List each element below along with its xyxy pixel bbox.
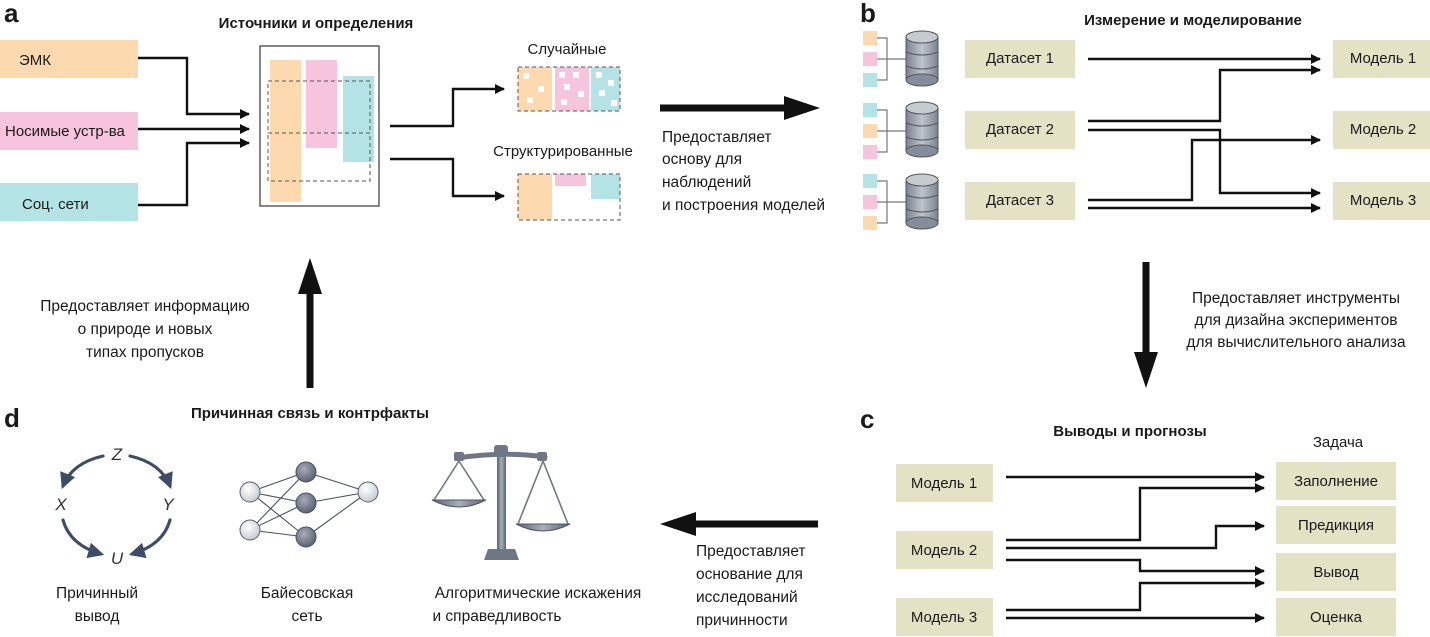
model-task-arrows xyxy=(1006,471,1266,624)
task-header: Задача xyxy=(1313,434,1364,451)
dataset-1-box xyxy=(965,40,1075,78)
database-icon xyxy=(863,173,939,230)
bayesian-network-icon xyxy=(239,461,379,548)
fairness-label-line1: Алгоритмические искажения xyxy=(435,585,642,602)
caption-b-line1: Предоставляет инструменты xyxy=(1192,290,1400,307)
caption-c-line1: Предоставляет xyxy=(696,543,806,560)
dataset-3-label: Датасет 3 xyxy=(986,192,1054,209)
model-c3-label: Модель 3 xyxy=(911,609,977,626)
arrow-a-to-b-head xyxy=(784,96,820,120)
database-icon xyxy=(863,30,939,87)
panel-d-letter: d xyxy=(4,403,20,433)
causal-cycle-icon: Z X Y U xyxy=(54,445,175,568)
source-definitions-frame xyxy=(259,45,380,207)
source-social-label: Соц. сети xyxy=(22,196,89,213)
caption-c-line3: исследований xyxy=(696,589,798,606)
source-social-box xyxy=(0,183,138,221)
task-imputation-box xyxy=(1276,462,1396,500)
caption-c-line2: основание для xyxy=(696,566,803,583)
random-label: Случайные xyxy=(527,41,606,58)
task-evaluation-box xyxy=(1276,598,1396,636)
arrow-emr xyxy=(138,56,251,120)
caption-b-line2: для дизайна экспериментов xyxy=(1195,312,1398,329)
caption-d-line3: типах пропусков xyxy=(86,344,204,361)
database-icon xyxy=(863,101,939,159)
caption-a-line1: Предоставляет xyxy=(662,129,772,146)
var-u: U xyxy=(111,549,124,568)
structured-missing-pattern xyxy=(517,173,621,221)
model-c1-label: Модель 1 xyxy=(911,475,977,492)
model-c2-label: Модель 2 xyxy=(911,542,977,559)
task-prediction-box xyxy=(1276,506,1396,544)
caption-a-line3: наблюдений xyxy=(662,174,751,191)
source-wearables-box xyxy=(0,112,138,150)
panel-a-letter: a xyxy=(4,0,19,28)
panel-b-title: Измерение и моделирование xyxy=(1084,12,1302,29)
dataset-2-label: Датасет 2 xyxy=(986,121,1054,138)
arrow-to-random xyxy=(390,83,506,128)
task-inference-label: Вывод xyxy=(1313,564,1359,581)
random-missing-pattern xyxy=(517,66,621,112)
dataset-model-arrows xyxy=(1088,53,1322,214)
panel-c-letter: c xyxy=(860,404,874,434)
caption-a-line2: основу для xyxy=(662,151,742,168)
dataset-1-label: Датасет 1 xyxy=(986,50,1054,67)
structured-label: Структурированные xyxy=(493,143,633,160)
model-b2-box xyxy=(1333,111,1430,149)
model-b2-label: Модель 2 xyxy=(1350,121,1416,138)
var-z: Z xyxy=(111,445,123,464)
arrow-b-to-c-head xyxy=(1134,352,1158,388)
causal-label-line2: вывод xyxy=(75,608,120,625)
causal-label-line1: Причинный xyxy=(56,585,138,602)
caption-d-line2: о природе и новых xyxy=(78,321,213,338)
panel-a-title: Источники и определения xyxy=(219,15,414,32)
var-x: X xyxy=(54,495,67,514)
balance-scale-icon xyxy=(431,445,571,560)
bayes-label-line2: сеть xyxy=(291,608,322,625)
source-arrows xyxy=(138,56,251,207)
caption-b-line3: для вычислительного анализа xyxy=(1186,334,1406,351)
arrow-d-to-a-head xyxy=(298,258,322,294)
model-c1-box xyxy=(896,464,993,502)
arrow-to-structured xyxy=(390,157,506,202)
panel-a: a Источники и определения ЭМК Носимые ус… xyxy=(0,0,825,221)
arrow-c-to-d-head xyxy=(660,512,696,536)
dataset-3-box xyxy=(965,182,1075,220)
source-emr-label: ЭМК xyxy=(19,52,51,69)
caption-c-line4: причинности xyxy=(696,612,788,629)
task-prediction-label: Предикция xyxy=(1298,517,1374,534)
model-b3-box xyxy=(1333,182,1430,220)
model-b1-label: Модель 1 xyxy=(1350,50,1416,67)
task-imputation-label: Заполнение xyxy=(1294,473,1378,490)
source-emr-box xyxy=(0,40,138,78)
caption-a-line4: и построения моделей xyxy=(662,197,825,214)
bayes-label-line1: Байесовская xyxy=(261,585,354,602)
model-b3-label: Модель 3 xyxy=(1350,192,1416,209)
panel-b: b Измерение и моделирование xyxy=(860,0,1430,388)
branch-arrows xyxy=(390,83,506,202)
dataset-2-box xyxy=(965,111,1075,149)
model-c3-box xyxy=(896,598,993,636)
model-c2-box xyxy=(896,531,993,569)
panel-d-title: Причинная связь и контрфакты xyxy=(191,405,429,422)
fairness-label-line2: и справедливость xyxy=(432,608,561,625)
panel-d: d Причинная связь и контрфакты Предостав… xyxy=(4,258,641,625)
panel-c: c Выводы и прогнозы Задача Модель 1 Моде… xyxy=(660,404,1396,636)
model-b1-box xyxy=(1333,40,1430,78)
var-y: Y xyxy=(162,495,175,514)
panel-b-letter: b xyxy=(860,0,876,28)
caption-d-line1: Предоставляет информацию xyxy=(40,298,249,315)
task-inference-box xyxy=(1276,553,1396,591)
arrow-social xyxy=(138,137,251,207)
source-wearables-label: Носимые устр-ва xyxy=(5,123,125,140)
task-evaluation-label: Оценка xyxy=(1310,609,1363,626)
panel-c-title: Выводы и прогнозы xyxy=(1053,423,1206,440)
